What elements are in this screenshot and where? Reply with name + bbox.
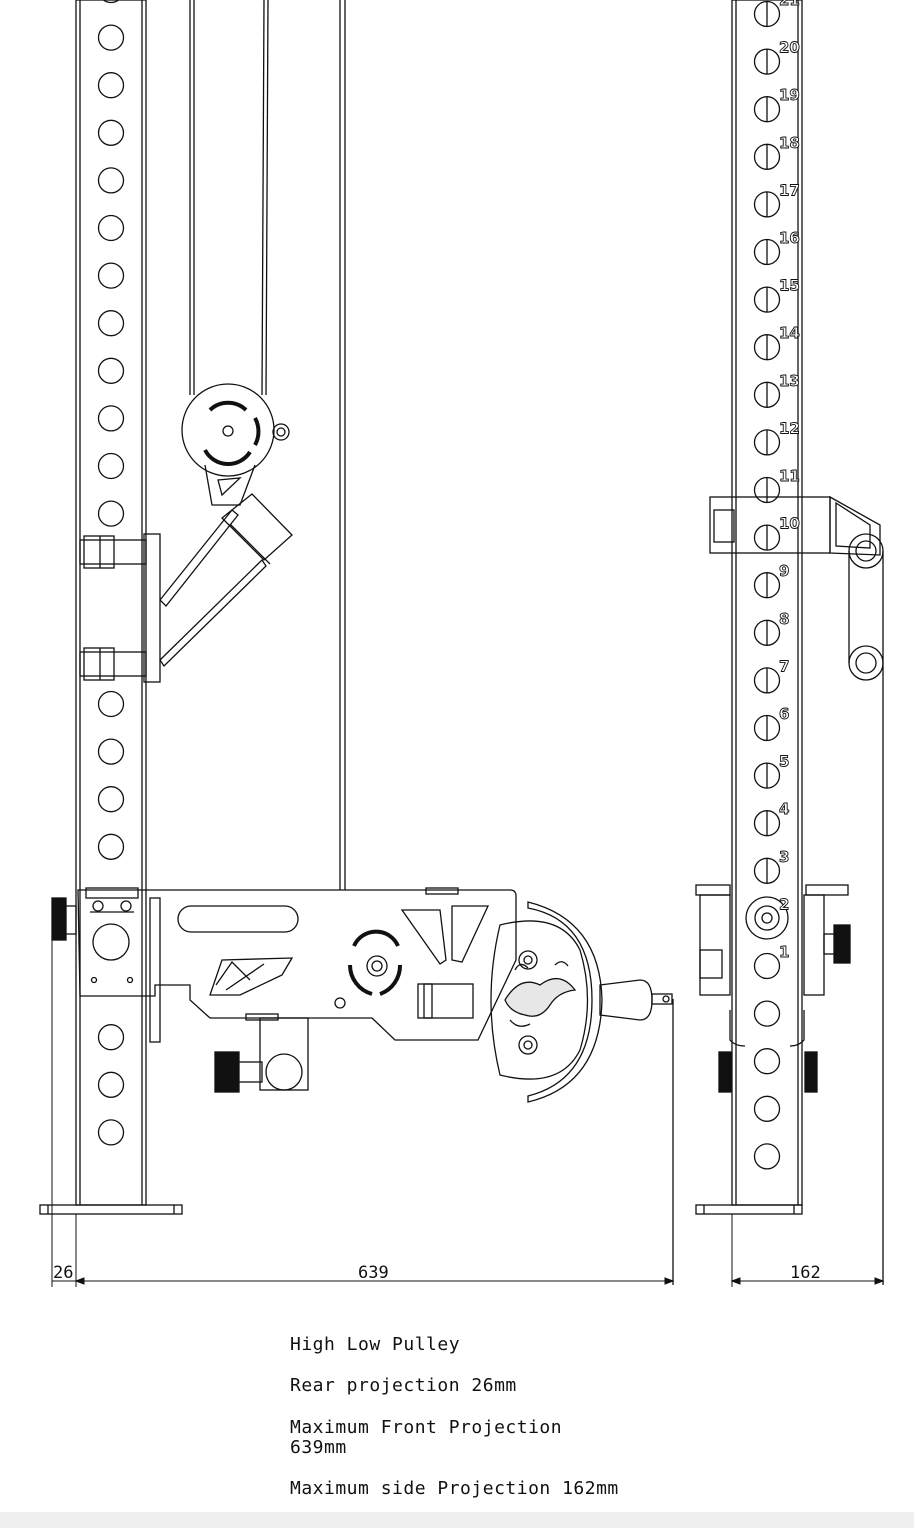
hole-number-label: 14 — [779, 324, 800, 342]
hole-number-label: 12 — [779, 419, 800, 437]
side-carriage — [695, 884, 851, 1093]
upright-hole — [97, 1024, 125, 1051]
angled-arm — [159, 493, 293, 668]
hole-number-label: 17 — [779, 181, 800, 199]
upright-hole — [97, 833, 125, 860]
upright-hole — [97, 1071, 125, 1098]
note-front-projection-line1: Maximum Front Projection — [290, 1417, 563, 1438]
hole-number-label: 6 — [779, 705, 789, 723]
hole-number-label: 16 — [779, 229, 800, 247]
hole-number-label: 2 — [779, 895, 789, 913]
hole-number-label: 5 — [779, 753, 789, 771]
note-rear-projection: Rear projection 26mm — [290, 1375, 517, 1396]
bottom-margin — [0, 1512, 914, 1528]
side-base-plate — [695, 1204, 803, 1215]
hole-number-label: 19 — [779, 86, 800, 104]
side-upright-holes — [753, 0, 781, 1170]
front-upright-holes — [97, 0, 125, 1146]
hole-number-label: 10 — [779, 515, 800, 533]
lower-pulley-wheel — [417, 901, 674, 1285]
hole-number-label: 3 — [779, 848, 789, 866]
upright-hole — [753, 1000, 781, 1027]
upright-hole — [97, 72, 125, 99]
cable-guide-rods — [189, 0, 346, 890]
hole-number-label: 7 — [779, 657, 789, 675]
lower-pulley-carriage — [77, 887, 517, 1043]
upright-hole — [97, 405, 125, 432]
upright-hole — [97, 24, 125, 51]
hole-number-label: 9 — [779, 562, 789, 580]
front-base-plate — [39, 1204, 183, 1215]
hole-number-label: 21 — [779, 0, 800, 9]
upright-hole — [97, 690, 125, 718]
upright-hole — [97, 214, 125, 242]
upright-hole — [97, 310, 125, 337]
upright-hole — [97, 452, 125, 480]
front-dimension-label: 639 — [358, 1263, 389, 1283]
side-dimension-label: 162 — [790, 1263, 821, 1283]
upright-hole — [97, 262, 125, 289]
hole-number-label: 11 — [779, 467, 800, 485]
upright-hole — [753, 1048, 781, 1075]
note-title: High Low Pulley — [290, 1334, 461, 1355]
adjustment-pin — [51, 897, 309, 1093]
note-front-projection-line2: 639mm — [290, 1437, 347, 1458]
upright-hole — [97, 500, 125, 527]
side-arm-bracket — [709, 495, 884, 1285]
upright-hole — [753, 1143, 781, 1170]
hole-number-label: 15 — [779, 277, 800, 295]
hole-number-label: 18 — [779, 134, 800, 152]
note-side-projection: Maximum side Projection 162mm — [290, 1478, 619, 1499]
upright-hole — [97, 119, 125, 146]
hole-number-label: 8 — [779, 610, 789, 628]
front-upright — [75, 0, 147, 1206]
upright-hole — [97, 167, 125, 194]
dimension-lines — [51, 940, 885, 1287]
upright-hole — [102, 0, 120, 4]
upright-hole — [97, 1119, 125, 1146]
hole-number-label: 1 — [779, 943, 789, 961]
hole-number-label: 20 — [779, 39, 800, 57]
upright-hole — [97, 357, 125, 384]
upright-hole — [97, 738, 125, 765]
upright-hole — [97, 786, 125, 813]
upright-hole — [753, 952, 781, 980]
hole-number-label: 4 — [779, 800, 789, 818]
rear-dimension-label: 26 — [53, 1263, 73, 1283]
upright-mount-bolts — [79, 533, 161, 683]
top-pulley — [181, 383, 290, 506]
hole-number-label: 13 — [779, 372, 800, 390]
upright-hole — [753, 1095, 781, 1122]
